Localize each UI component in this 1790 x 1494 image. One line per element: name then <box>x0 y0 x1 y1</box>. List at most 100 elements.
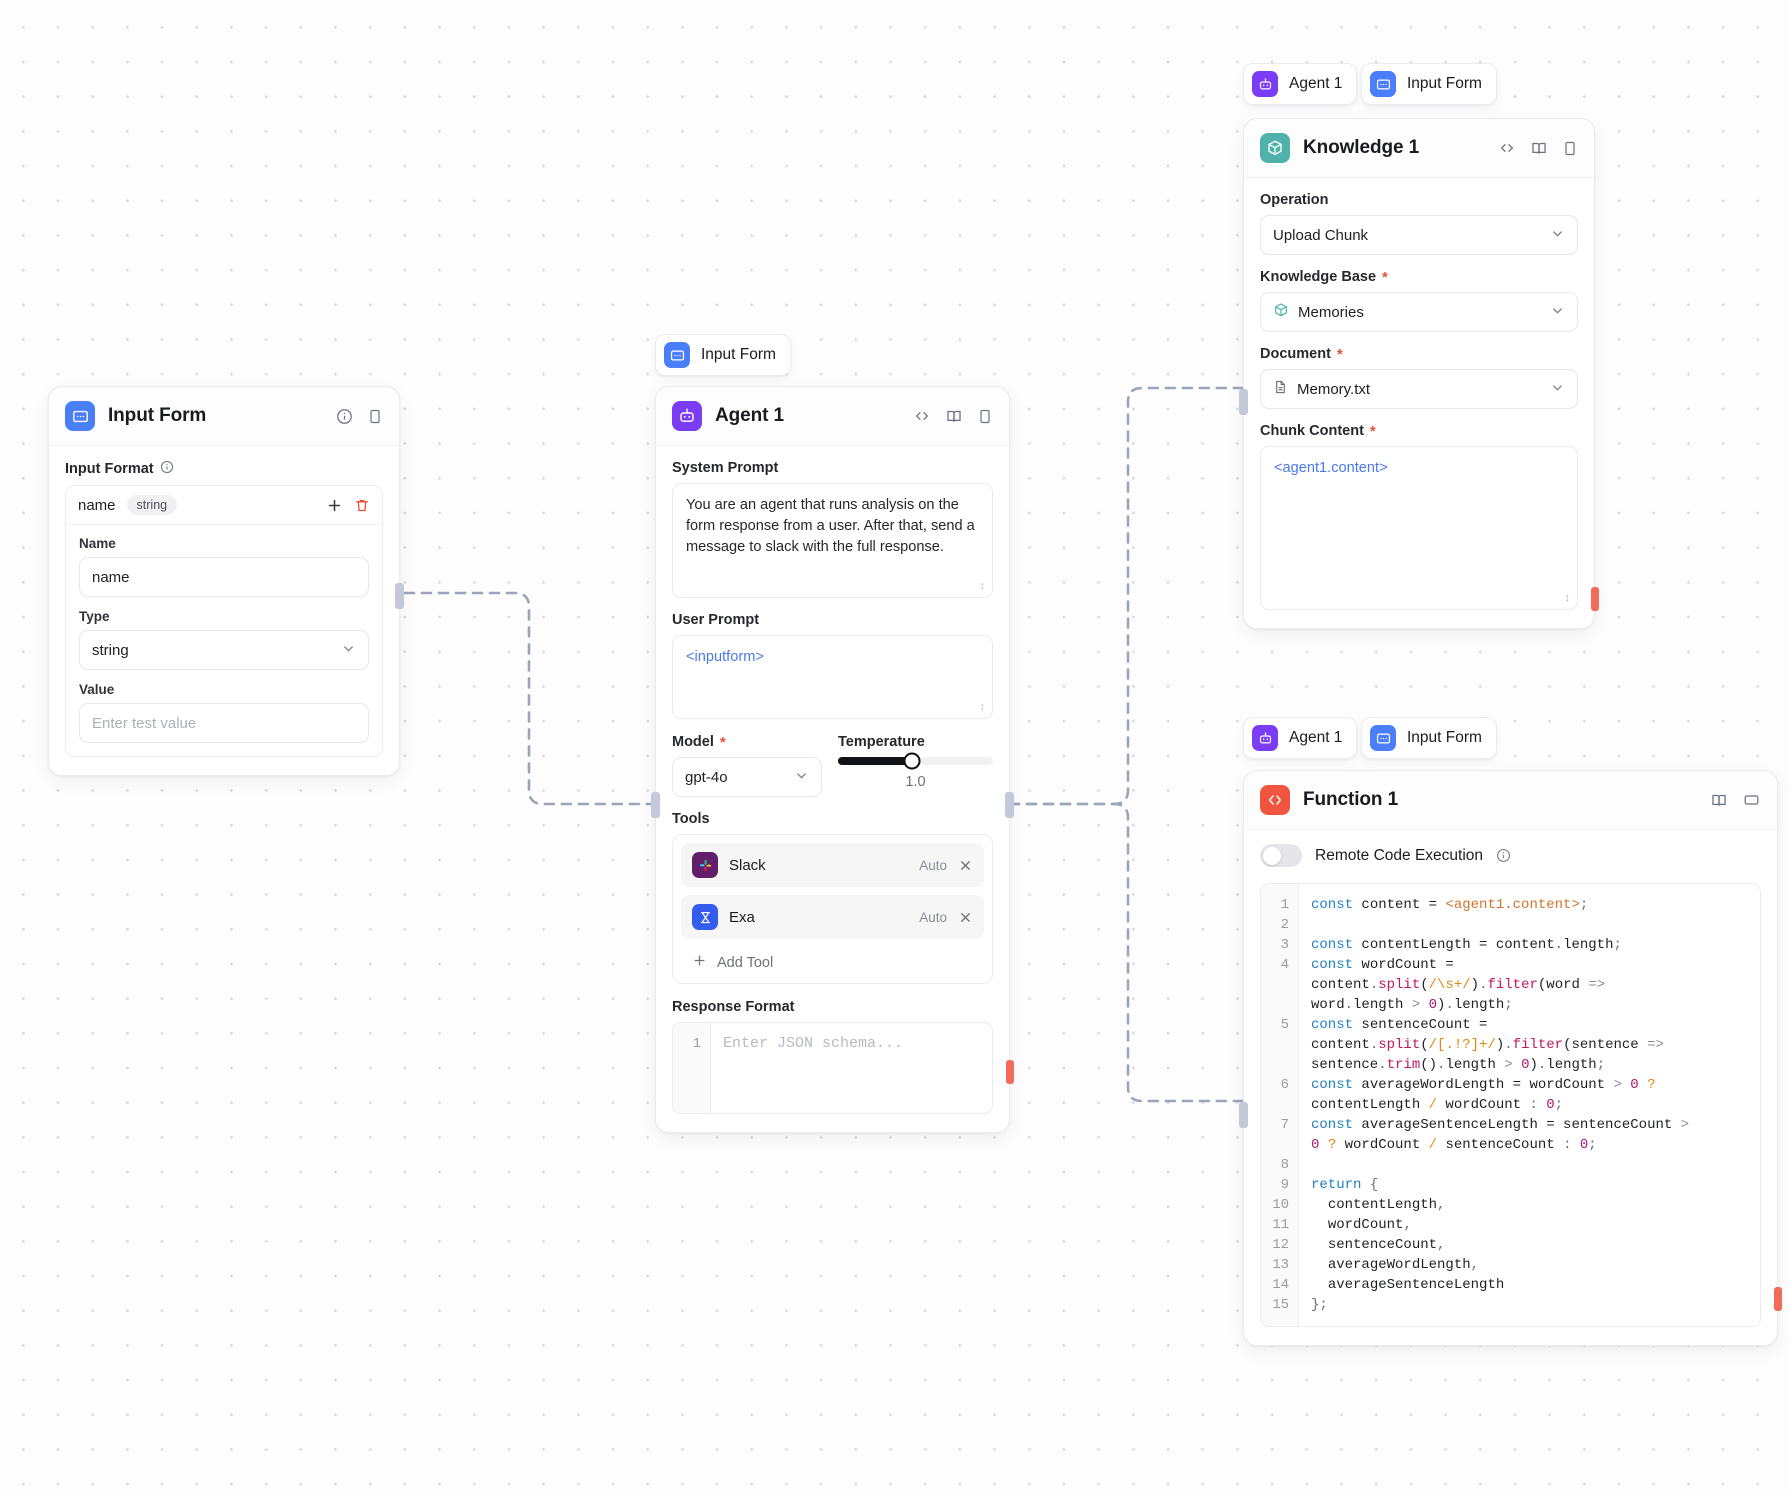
badge-knowledge-agent[interactable]: Agent 1 <box>1243 63 1358 105</box>
input-form-header[interactable]: Input Form <box>49 387 399 446</box>
line-number: 9 <box>1280 1177 1289 1193</box>
response-format-placeholder: Enter JSON schema... <box>723 1035 904 1052</box>
user-prompt-label: User Prompt <box>672 612 760 628</box>
error-output-port[interactable] <box>1006 1060 1014 1084</box>
error-output-port[interactable] <box>1774 1287 1782 1311</box>
info-icon[interactable] <box>160 460 174 478</box>
delete-field-icon[interactable] <box>354 497 370 514</box>
book-icon[interactable] <box>1710 792 1728 809</box>
type-select[interactable]: string <box>79 630 369 670</box>
code-line: const wordCount =content.split(/\s+/).fi… <box>1311 957 1606 1013</box>
document-label: Document* <box>1260 345 1343 363</box>
resize-handle-icon[interactable]: ↕ <box>979 580 986 592</box>
panel-icon[interactable] <box>1562 140 1578 157</box>
input-port[interactable] <box>1239 1102 1248 1128</box>
code-content[interactable]: const content = <agent1.content>; const … <box>1299 884 1760 1326</box>
response-format-label: Response Format <box>672 999 795 1015</box>
code-line: return { <box>1311 1177 1379 1193</box>
node-title: Knowledge 1 <box>1303 137 1420 158</box>
resize-handle-icon[interactable]: ↕ <box>979 701 986 713</box>
value-label: Value <box>79 682 115 697</box>
info-icon[interactable] <box>336 408 353 425</box>
output-port[interactable] <box>395 583 404 609</box>
error-output-port[interactable] <box>1591 587 1599 611</box>
remote-code-execution-toggle[interactable] <box>1260 844 1302 867</box>
chevron-down-icon <box>1550 303 1565 322</box>
system-prompt-label: System Prompt <box>672 460 779 476</box>
badge-label: Agent 1 <box>1289 729 1343 746</box>
code-line: wordCount, <box>1311 1217 1412 1233</box>
user-prompt-textarea[interactable]: <inputform> ↕ <box>672 635 993 719</box>
tool-row[interactable]: Slack Auto <box>681 843 984 887</box>
system-prompt-textarea[interactable]: You are an agent that runs analysis on t… <box>672 483 993 598</box>
node-knowledge[interactable]: Knowledge 1 Operation Upload Chunk Knowl <box>1239 118 1599 629</box>
agent-icon <box>672 401 702 431</box>
code-line: const averageWordLength = wordCount > 0 … <box>1311 1077 1656 1113</box>
book-icon[interactable] <box>945 408 963 425</box>
node-agent[interactable]: Agent 1 System Prompt You are an agent t… <box>651 386 1014 1133</box>
temperature-value: 1.0 <box>905 774 926 790</box>
add-tool-button[interactable]: Add Tool <box>681 947 984 975</box>
window-icon[interactable] <box>1742 792 1761 808</box>
input-form-icon <box>1370 71 1396 97</box>
add-tool-label: Add Tool <box>717 954 774 971</box>
code-line: const contentLength = content.length; <box>1311 937 1622 953</box>
remote-code-execution-row[interactable]: Remote Code Execution <box>1260 844 1761 867</box>
add-field-icon[interactable] <box>326 497 343 514</box>
system-prompt-value: You are an agent that runs analysis on t… <box>686 497 975 556</box>
function-header[interactable]: Function 1 <box>1244 771 1777 830</box>
code-icon[interactable] <box>913 408 931 424</box>
tool-row[interactable]: Exa Auto <box>681 895 984 939</box>
knowledge-icon <box>1273 302 1289 322</box>
code-line: sentenceCount, <box>1311 1237 1446 1253</box>
input-form-icon <box>664 342 690 368</box>
value-input[interactable]: Enter test value <box>79 703 369 743</box>
chevron-down-icon <box>341 641 356 660</box>
output-port[interactable] <box>1005 792 1014 818</box>
operation-select[interactable]: Upload Chunk <box>1260 215 1578 255</box>
response-format-editor[interactable]: 1 Enter JSON schema... <box>672 1022 993 1114</box>
line-number: 11 <box>1272 1217 1289 1233</box>
code-icon[interactable] <box>1498 140 1516 156</box>
tool-mode[interactable]: Auto <box>919 857 947 873</box>
temperature-slider[interactable]: 1.0 <box>838 752 993 790</box>
chevron-down-icon <box>1550 380 1565 399</box>
operation-value: Upload Chunk <box>1273 226 1369 244</box>
input-port[interactable] <box>651 792 660 818</box>
tool-name: Slack <box>729 856 766 874</box>
badge-agent-input-form[interactable]: Input Form <box>655 334 791 376</box>
tool-mode[interactable]: Auto <box>919 909 947 925</box>
input-format-card: name string Name name Type <box>65 485 383 757</box>
panel-icon[interactable] <box>367 408 383 425</box>
line-number: 15 <box>1272 1297 1289 1313</box>
line-number: 5 <box>1280 1017 1289 1033</box>
knowledge-body: Operation Upload Chunk Knowledge Base* M… <box>1244 178 1594 628</box>
knowledge-header[interactable]: Knowledge 1 <box>1244 119 1594 178</box>
remove-tool-icon[interactable] <box>958 858 973 873</box>
agent-body: System Prompt You are an agent that runs… <box>656 446 1009 1132</box>
remove-tool-icon[interactable] <box>958 910 973 925</box>
line-number: 8 <box>1280 1157 1289 1173</box>
input-format-row[interactable]: name string <box>66 486 382 525</box>
document-select[interactable]: Memory.txt <box>1260 369 1578 409</box>
badge-function-input-form[interactable]: Input Form <box>1361 717 1497 759</box>
book-icon[interactable] <box>1530 140 1548 157</box>
model-select[interactable]: gpt-4o <box>672 757 822 797</box>
agent-header[interactable]: Agent 1 <box>656 387 1009 446</box>
knowledge-base-select[interactable]: Memories <box>1260 292 1578 332</box>
node-input-form[interactable]: Input Form Input Format <box>48 386 404 776</box>
function-icon <box>1260 785 1290 815</box>
badge-function-agent[interactable]: Agent 1 <box>1243 717 1358 759</box>
resize-handle-icon[interactable]: ↕ <box>1564 592 1571 604</box>
line-number: 3 <box>1280 937 1289 953</box>
panel-icon[interactable] <box>977 408 993 425</box>
name-input[interactable]: name <box>79 557 369 597</box>
info-icon[interactable] <box>1496 848 1511 863</box>
input-port[interactable] <box>1239 389 1248 415</box>
remote-code-execution-label: Remote Code Execution <box>1315 846 1484 864</box>
badge-knowledge-input-form[interactable]: Input Form <box>1361 63 1497 105</box>
chunk-content-textarea[interactable]: <agent1.content> ↕ <box>1260 446 1578 610</box>
agent-icon <box>1252 725 1278 751</box>
